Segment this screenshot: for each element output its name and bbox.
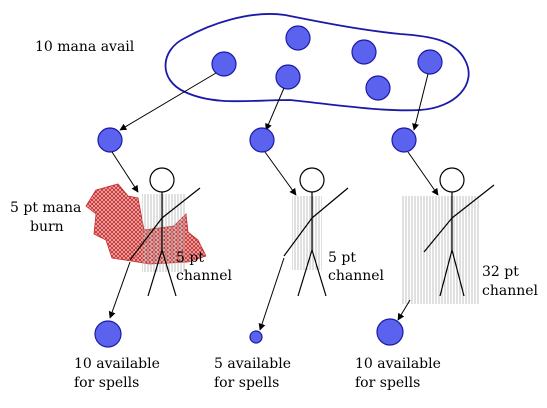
result-label-right: 10 available for spells	[355, 356, 445, 391]
channel-area	[292, 196, 322, 270]
pool-label: 10 mana avail	[35, 39, 135, 55]
arrow-intake-left	[111, 151, 139, 193]
figure-leg	[297, 249, 313, 297]
intake-orb-right	[391, 127, 417, 153]
figure-leg	[439, 249, 453, 297]
figure-head	[149, 167, 175, 193]
channel-label-left: 5 pt channel	[176, 250, 233, 284]
figure-arm	[311, 187, 349, 219]
result-label-middle: 5 available for spells	[214, 356, 295, 391]
burn-label: 5 pt mana burn	[10, 200, 86, 235]
arrow-intake-right	[407, 151, 439, 196]
channel-label-middle: 5 pt channel	[328, 250, 385, 284]
figure-leg	[311, 249, 327, 297]
figure-head	[299, 167, 325, 193]
figure-arm	[451, 184, 495, 219]
mana-orb	[211, 51, 237, 77]
figure-head	[439, 167, 465, 193]
mana-pool-outline	[164, 13, 470, 112]
figure-arm	[161, 187, 201, 219]
result-orb-left	[94, 320, 122, 348]
arrow-out-right	[397, 299, 411, 321]
figure-arm	[283, 217, 313, 257]
intake-orb-middle	[249, 127, 275, 153]
arrow-out-left	[108, 261, 131, 319]
figure-arm	[423, 217, 453, 253]
figure-leg	[147, 249, 163, 297]
figure-right	[402, 167, 495, 304]
figure-leg	[161, 249, 177, 297]
channel-label-right: 32 pt channel	[482, 264, 539, 299]
mana-pool	[164, 13, 470, 112]
intake-orb-left	[97, 127, 123, 153]
mana-orb	[365, 75, 391, 101]
figure-left	[85, 167, 207, 297]
figure-leg	[451, 249, 465, 297]
arrow-pool-to-middle	[265, 87, 285, 131]
result-orb-right	[376, 318, 404, 346]
mana-orb	[275, 64, 301, 90]
arrow-out-middle	[258, 257, 285, 331]
mana-orb	[417, 49, 443, 75]
mana-orb	[285, 25, 311, 51]
arrow-intake-middle	[264, 151, 297, 196]
arrow-pool-to-right	[412, 73, 429, 131]
arrow-pool-to-left	[119, 72, 217, 131]
channel-area	[142, 194, 186, 272]
figure-middle	[283, 167, 349, 297]
mana-orb	[351, 39, 377, 65]
result-orb-middle	[249, 330, 263, 344]
channel-area	[402, 196, 480, 304]
figure-arm	[129, 217, 163, 261]
result-label-left: 10 available for spells	[74, 356, 164, 391]
